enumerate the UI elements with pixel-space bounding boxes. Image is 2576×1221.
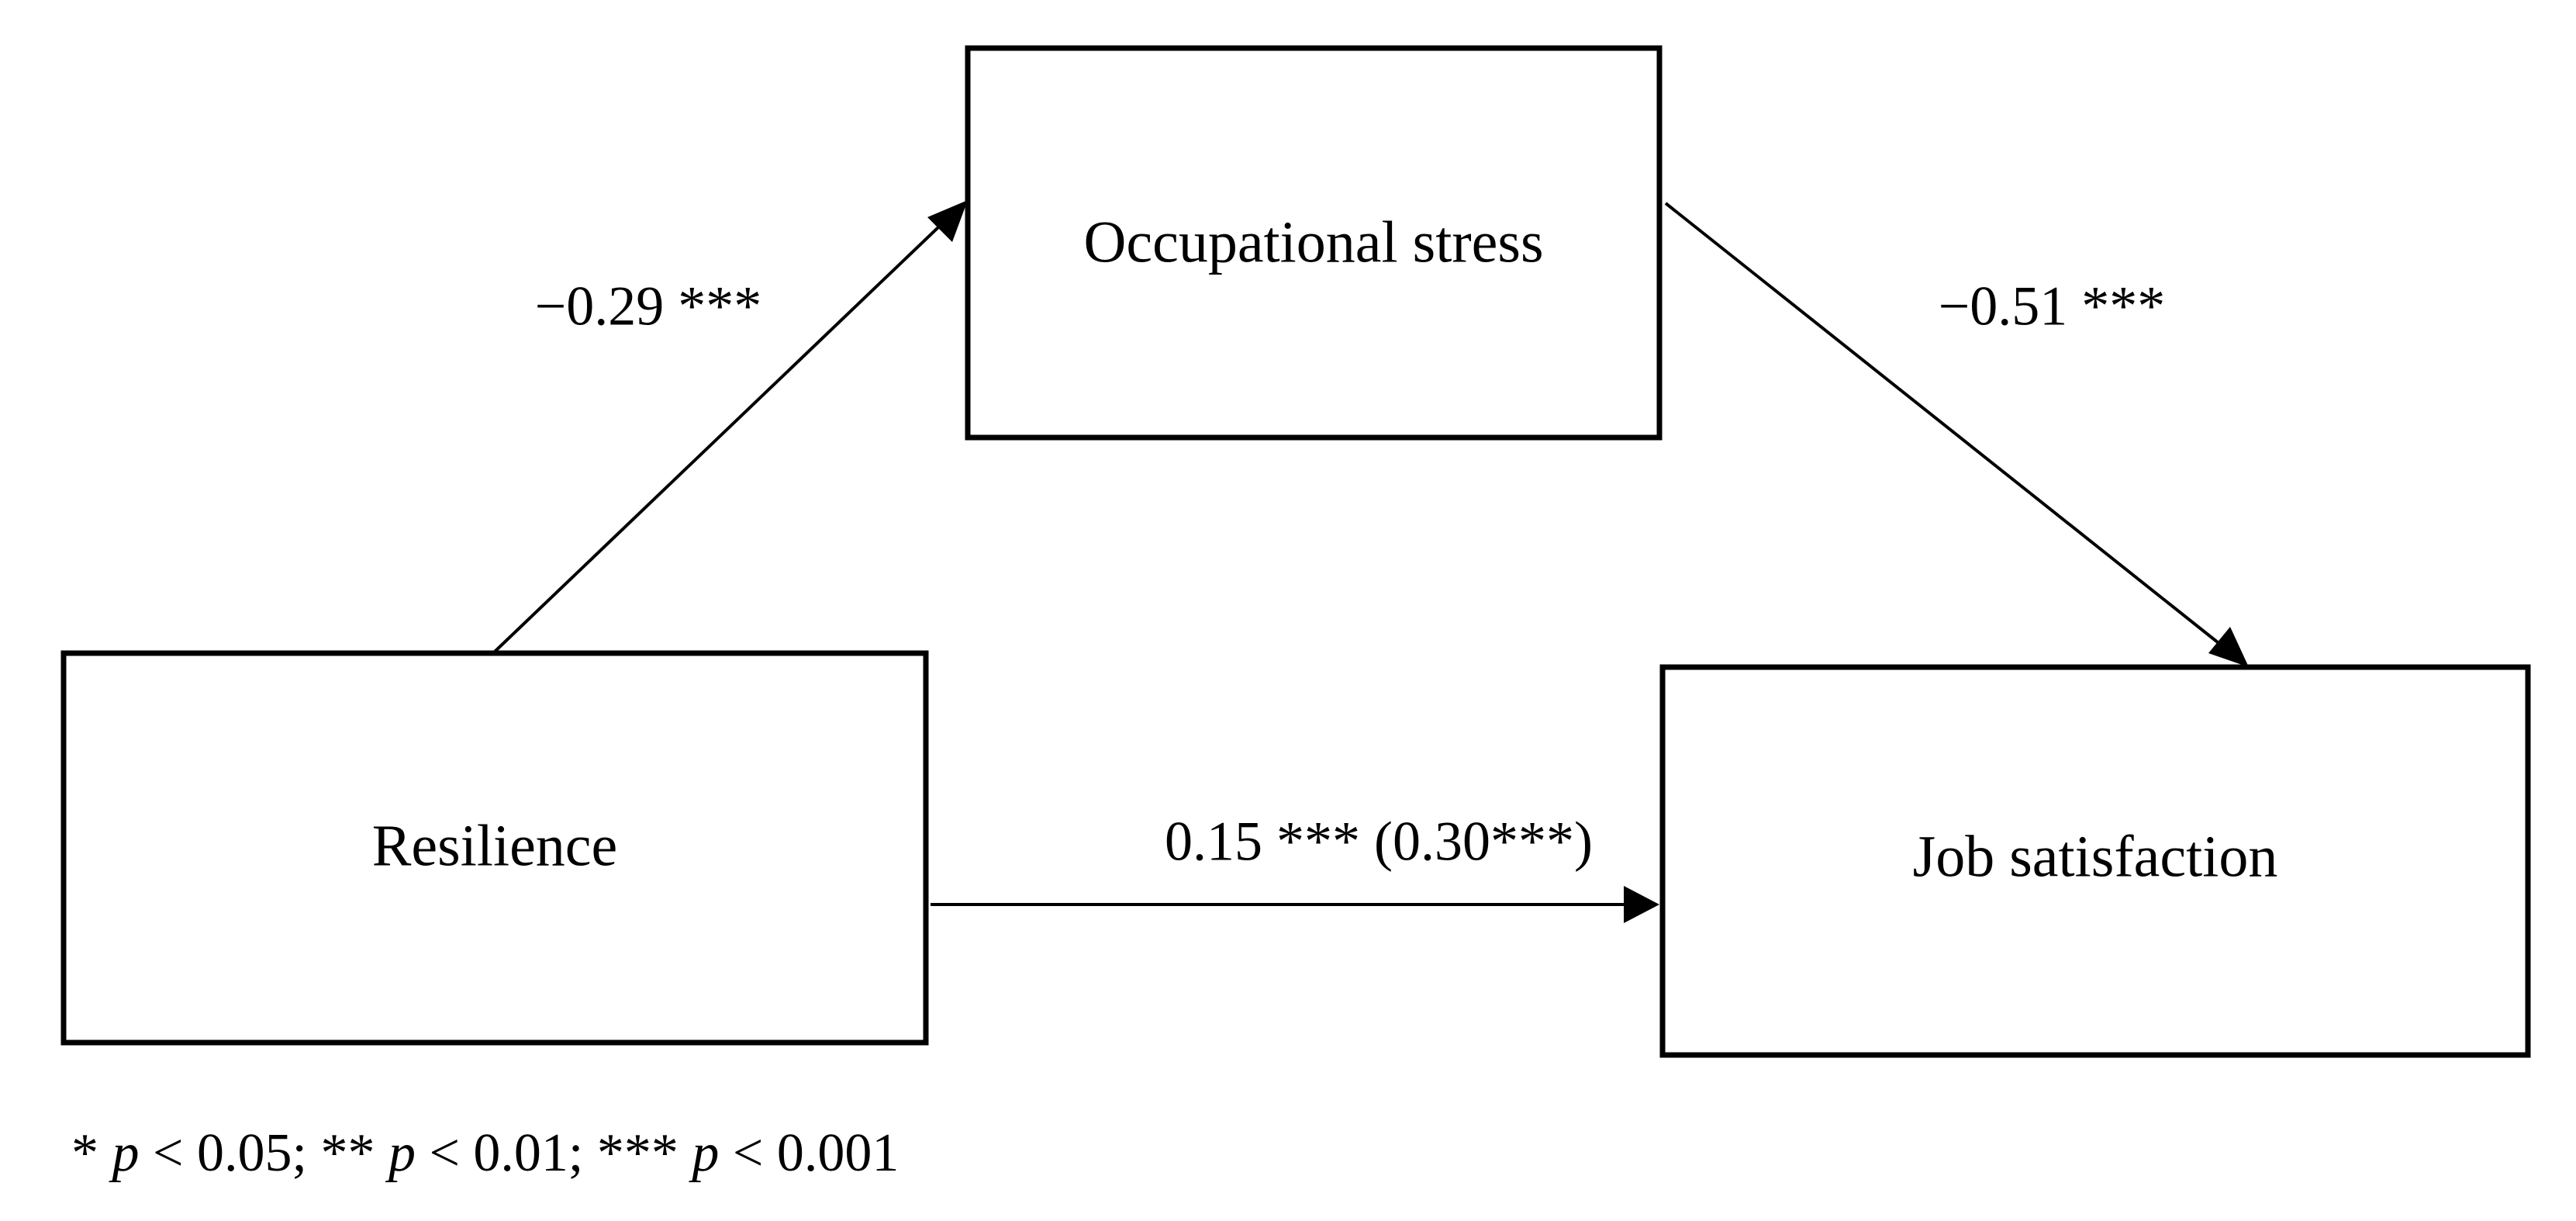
node-resilience-label: Resilience	[372, 813, 618, 878]
footnote-p-symbol-3: p	[692, 1123, 720, 1183]
node-job-satisfaction: Job satisfaction	[1659, 664, 2531, 1058]
node-occupational-stress-label: Occupational stress	[1083, 209, 1543, 275]
significance-footnote: * p < 0.05; ** p < 0.01; *** p < 0.001	[71, 1126, 899, 1181]
footnote-p-symbol-1: p	[112, 1123, 140, 1183]
edge-resilience-to-stress-arrow	[493, 209, 957, 653]
footnote-stars-3: ***	[596, 1123, 679, 1183]
footnote-stars-2: **	[320, 1123, 375, 1183]
footnote-threshold-1: < 0.05;	[139, 1123, 321, 1183]
footnote-stars-1: *	[71, 1123, 98, 1183]
node-resilience: Resilience	[60, 650, 929, 1046]
edge-stress-to-satisfaction-label: −0.51 ***	[1939, 275, 2166, 337]
edge-stress-to-satisfaction-arrow	[1664, 202, 2227, 650]
node-occupational-stress: Occupational stress	[965, 45, 1663, 441]
footnote-threshold-2: < 0.01;	[415, 1123, 597, 1183]
node-job-satisfaction-label: Job satisfaction	[1913, 824, 2278, 889]
edge-resilience-to-satisfaction-label: 0.15 *** (0.30***)	[1165, 811, 1593, 873]
footnote-threshold-3: < 0.001	[719, 1123, 900, 1183]
edge-resilience-to-stress-label: −0.29 ***	[535, 275, 762, 337]
edge-stress-to-satisfaction-arrowhead	[2208, 627, 2249, 667]
edge-resilience-to-stress-arrowhead	[927, 200, 968, 242]
edge-resilience-to-satisfaction-arrowhead	[1624, 886, 1659, 923]
footnote-p-symbol-2: p	[388, 1123, 416, 1183]
